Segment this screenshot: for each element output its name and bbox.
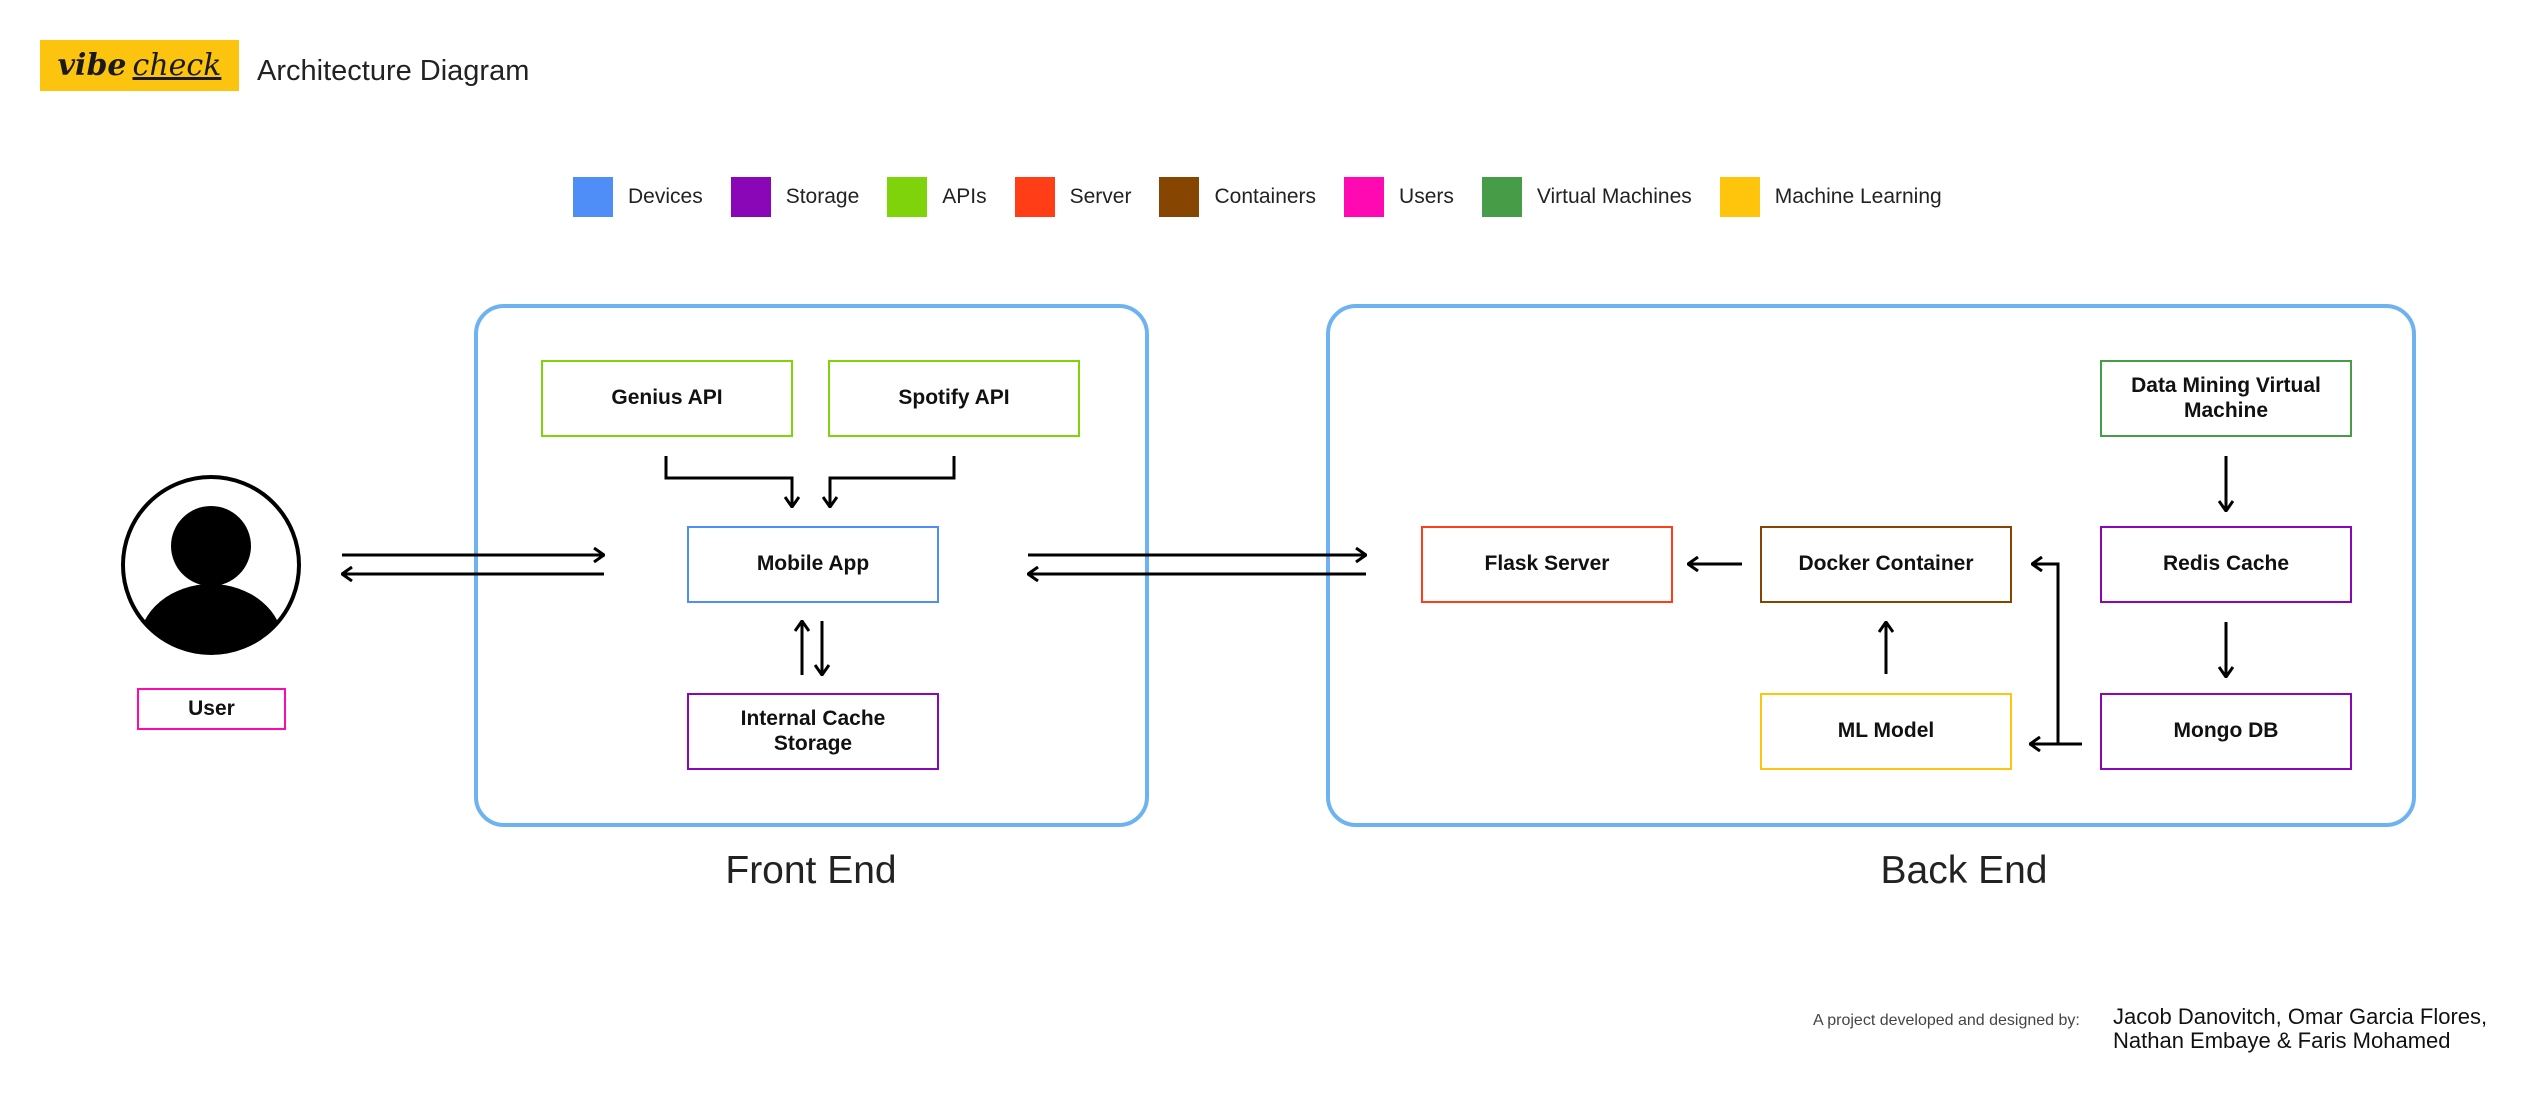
arrow-mongo-to-docker	[2032, 564, 2082, 746]
docker-container-label: Docker Container	[1798, 552, 1974, 576]
mongo-db-label: Mongo DB	[2173, 719, 2279, 743]
legend-item-users: Users	[1344, 177, 1454, 217]
legend-item-machine-learning: Machine Learning	[1719, 177, 1942, 217]
legend-swatch	[1344, 177, 1385, 217]
credits-prefix: A project developed and designed by:	[1813, 1012, 2080, 1029]
data-mining-vm-box: Data Mining Virtual Machine	[2100, 360, 2352, 437]
legend-label: Containers	[1214, 185, 1317, 208]
flask-server-label: Flask Server	[1484, 552, 1610, 576]
internal-cache-box: Internal Cache Storage	[687, 693, 939, 770]
user-box: User	[137, 688, 286, 730]
legend: Devices Storage APIs Server Containers U…	[573, 176, 1970, 218]
logo-word-vibe: vibe	[57, 48, 127, 83]
front-end-label: Front End	[725, 849, 897, 892]
redis-cache-box: Redis Cache	[2100, 526, 2352, 603]
ml-model-box: ML Model	[1760, 693, 2012, 770]
legend-label: Machine Learning	[1774, 185, 1942, 208]
legend-label: Users	[1399, 185, 1454, 208]
legend-item-apis: APIs	[887, 177, 987, 217]
user-label: User	[188, 696, 235, 720]
legend-swatch	[573, 177, 613, 217]
mobile-app-box: Mobile App	[687, 526, 939, 603]
legend-item-devices: Devices	[573, 177, 703, 217]
legend-swatch	[1719, 177, 1760, 217]
arrow-spotify-to-app	[830, 456, 956, 507]
legend-item-server: Server	[1014, 177, 1132, 217]
credits-names: Jacob Danovitch, Omar Garcia Flores, Nat…	[2113, 1005, 2487, 1053]
genius-api-label: Genius API	[611, 386, 723, 410]
legend-swatch	[1159, 177, 1200, 217]
credits-names-line-2: Nathan Embaye & Faris Mohamed	[2113, 1028, 2451, 1053]
legend-swatch	[730, 177, 771, 217]
back-end-group	[1326, 304, 2416, 827]
back-end-label: Back End	[1880, 849, 2048, 892]
genius-api-box: Genius API	[541, 360, 793, 437]
legend-label: Devices	[628, 185, 703, 208]
legend-label: Server	[1069, 185, 1132, 208]
arrow-genius-to-app	[664, 456, 792, 507]
mobile-app-label: Mobile App	[756, 552, 870, 576]
logo-word-check: check	[132, 48, 222, 83]
data-mining-vm-label: Data Mining Virtual Machine	[2131, 374, 2321, 422]
legend-item-containers: Containers	[1159, 177, 1316, 217]
ml-model-label: ML Model	[1837, 719, 1935, 743]
internal-cache-label: Internal Cache Storage	[740, 707, 886, 755]
legend-swatch	[1481, 177, 1522, 217]
vibe-check-logo: vibe check	[40, 40, 239, 91]
user-avatar-icon	[121, 475, 301, 655]
legend-item-storage: Storage	[730, 177, 860, 217]
docker-container-box: Docker Container	[1760, 526, 2012, 603]
spotify-api-box: Spotify API	[828, 360, 1080, 437]
redis-cache-label: Redis Cache	[2162, 552, 2290, 576]
diagram-title: Architecture Diagram	[257, 55, 530, 87]
front-end-group	[474, 304, 1149, 827]
credits-names-line-1: Jacob Danovitch, Omar Garcia Flores,	[2113, 1004, 2488, 1029]
spotify-api-label: Spotify API	[898, 386, 1010, 410]
legend-item-virtual-machines: Virtual Machines	[1481, 177, 1692, 217]
mongo-db-box: Mongo DB	[2100, 693, 2352, 770]
legend-label: Storage	[785, 185, 860, 208]
legend-swatch	[1014, 177, 1055, 217]
legend-label: APIs	[942, 185, 987, 208]
legend-label: Virtual Machines	[1536, 185, 1692, 208]
flask-server-box: Flask Server	[1421, 526, 1673, 603]
legend-swatch	[887, 177, 928, 217]
